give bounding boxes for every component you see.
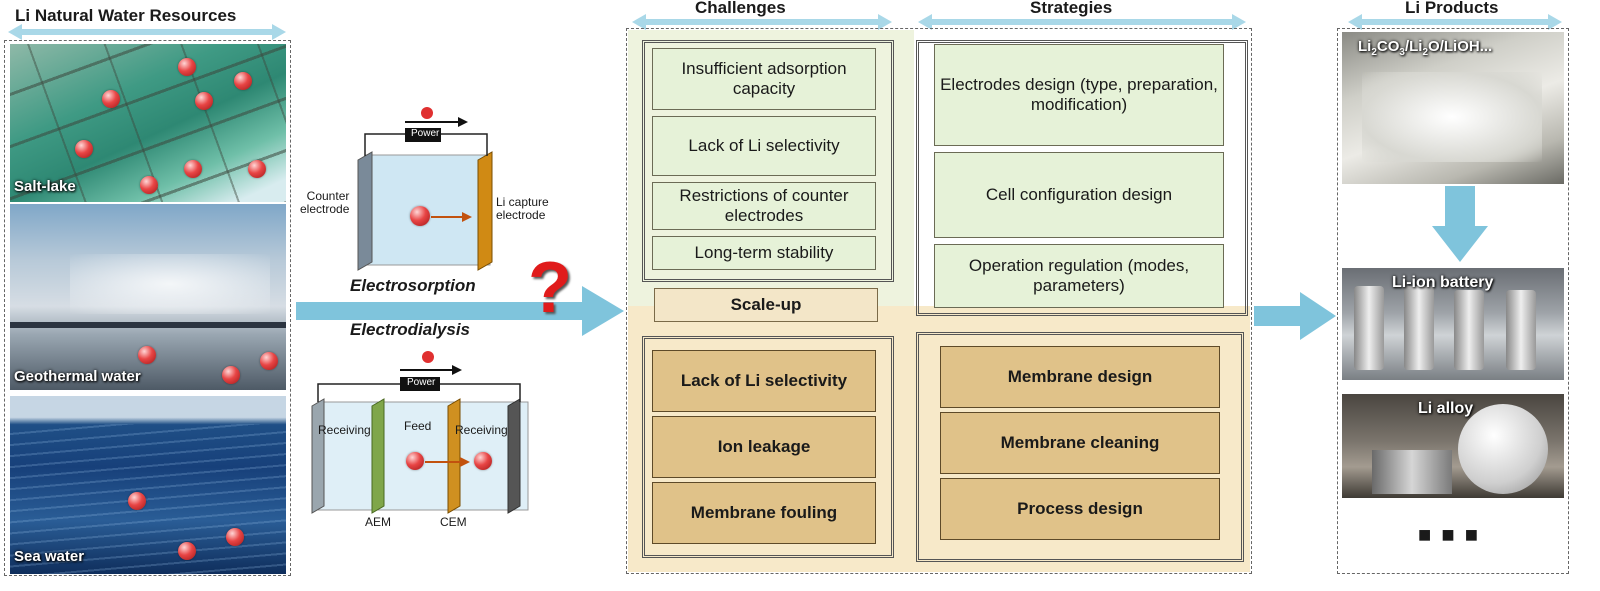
li-compounds-photo: Li2CO3/Li2O/LiOH...	[1342, 32, 1564, 184]
challenge-scale-up: Scale-up	[654, 288, 878, 322]
header-challenges: Challenges	[695, 0, 786, 17]
cem-label: CEM	[440, 515, 467, 529]
counter-electrode-label: Counter electrode	[300, 189, 350, 217]
li-ion	[260, 352, 278, 370]
challenge-ion-leakage: Ion leakage	[652, 416, 876, 478]
product-label-alloy: Li alloy	[1418, 400, 1474, 417]
li-ion	[138, 346, 156, 364]
method-electrosorption: Electrosorption	[350, 276, 476, 295]
question-mark: ?	[528, 248, 572, 328]
salt-lake-photo: Salt-lake	[10, 44, 286, 202]
products-flow-arrow	[1254, 292, 1336, 340]
challenge-lack-li-selectivity-es: Lack of Li selectivity	[652, 116, 876, 176]
header-products: Li Products	[1405, 0, 1499, 17]
receiving-left-label: Receiving	[318, 423, 371, 437]
li-ion	[140, 176, 158, 194]
challenge-counter-electrodes: Restrictions of counter electrodes	[652, 182, 876, 230]
feed-label: Feed	[404, 419, 432, 433]
li-ion	[248, 160, 266, 178]
capture-electrode-label: Li capture electrode	[496, 195, 549, 223]
receiving-right-label: Receiving	[455, 423, 508, 437]
strategy-cell-configuration: Cell configuration design	[934, 152, 1224, 238]
aem-label: AEM	[365, 515, 392, 529]
method-electrodialysis: Electrodialysis	[350, 320, 471, 339]
li-ion	[178, 58, 196, 76]
source-label-salt-lake: Salt-lake	[14, 178, 76, 195]
challenge-insufficient-capacity: Insufficient adsorption capacity	[652, 48, 876, 110]
challenge-membrane-fouling: Membrane fouling	[652, 482, 876, 544]
geothermal-photo: Geothermal water	[10, 204, 286, 390]
strategy-membrane-cleaning: Membrane cleaning	[940, 412, 1220, 474]
product-label-battery: Li-ion battery	[1392, 274, 1494, 291]
li-ion	[178, 542, 196, 560]
challenges-es-frame	[642, 40, 894, 282]
li-ion-ed-receiving	[474, 452, 492, 470]
header-sources: Li Natural Water Resources	[15, 6, 237, 25]
li-ion	[195, 92, 213, 110]
li-ion-battery-photo: Li-ion battery	[1342, 268, 1564, 380]
strategies-ed-frame	[916, 332, 1244, 562]
strategy-operation-regulation: Operation regulation (modes, parameters)	[934, 244, 1224, 308]
li-ion-es	[410, 206, 430, 226]
sea-water-photo: Sea water	[10, 396, 286, 574]
li-ion	[102, 90, 120, 108]
li-alloy-photo: Li alloy	[1342, 394, 1564, 498]
challenges-strategies-frame	[626, 28, 1252, 574]
li-ion	[75, 140, 93, 158]
li-ion	[234, 72, 252, 90]
li-ion	[184, 160, 202, 178]
header-strategies: Strategies	[1030, 0, 1113, 17]
products-frame	[1337, 28, 1569, 574]
li-ion	[128, 492, 146, 510]
source-label-geothermal: Geothermal water	[14, 368, 141, 385]
strategy-process-design: Process design	[940, 478, 1220, 540]
sources-frame	[4, 40, 291, 576]
challenges-ed-frame	[642, 336, 894, 558]
li-ion	[226, 528, 244, 546]
more-products-ellipsis: ■ ■ ■	[1418, 522, 1481, 547]
li-ion-ed-feed	[406, 452, 424, 470]
source-label-sea-water: Sea water	[14, 548, 85, 565]
product-label-compounds: Li2CO3/Li2O/LiOH...	[1358, 38, 1493, 58]
li-ion	[222, 366, 240, 384]
power-label-es: Power	[411, 128, 440, 139]
strategies-es-frame	[916, 40, 1248, 316]
power-label-ed: Power	[407, 377, 436, 388]
strategy-membrane-design: Membrane design	[940, 346, 1220, 408]
challenge-lack-li-selectivity-ed: Lack of Li selectivity	[652, 350, 876, 412]
challenge-long-term-stability: Long-term stability	[652, 236, 876, 270]
header-double-arrow-sources	[8, 24, 286, 40]
strategy-electrodes-design: Electrodes design (type, preparation, mo…	[934, 44, 1224, 146]
